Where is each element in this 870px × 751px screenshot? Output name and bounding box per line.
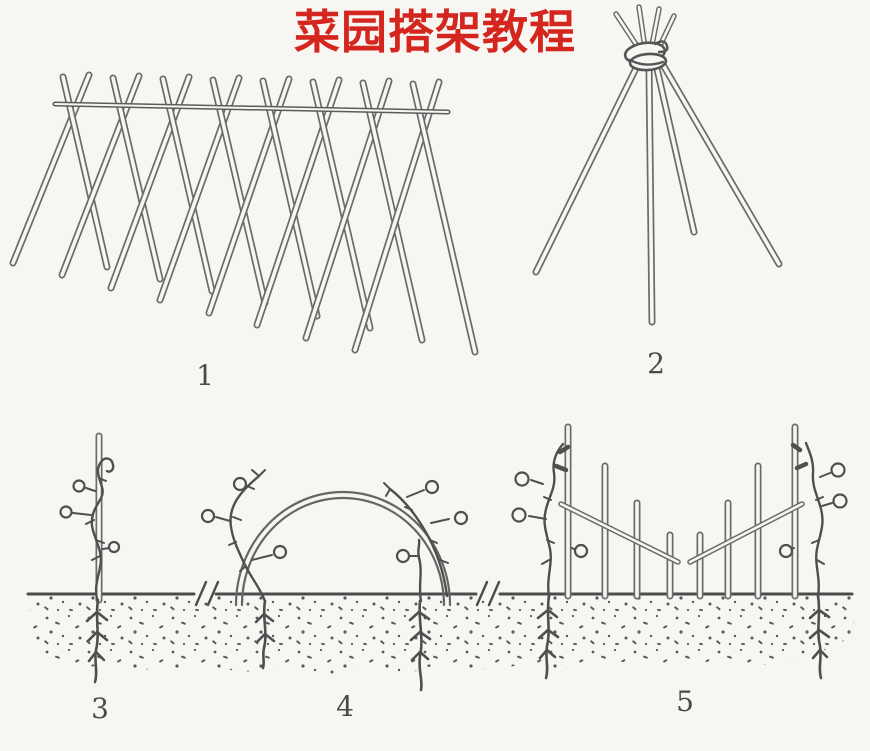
figure-1-a-frame-trellis [9,71,479,356]
figure-4-label: 4 [336,690,354,723]
figure-1-label: 1 [196,359,214,392]
figure-5-slanted-stake-row [511,423,848,680]
rope-knot [623,40,669,72]
figure-5-label: 5 [676,685,694,718]
figure-2-label: 2 [647,347,665,380]
page-title: 菜园搭架教程 [294,5,576,59]
figure-3-single-stake [59,432,121,684]
figure-4-arch-support [200,469,469,692]
figure-2-teepee-trellis [532,4,783,326]
figure-3-label: 3 [91,692,109,725]
